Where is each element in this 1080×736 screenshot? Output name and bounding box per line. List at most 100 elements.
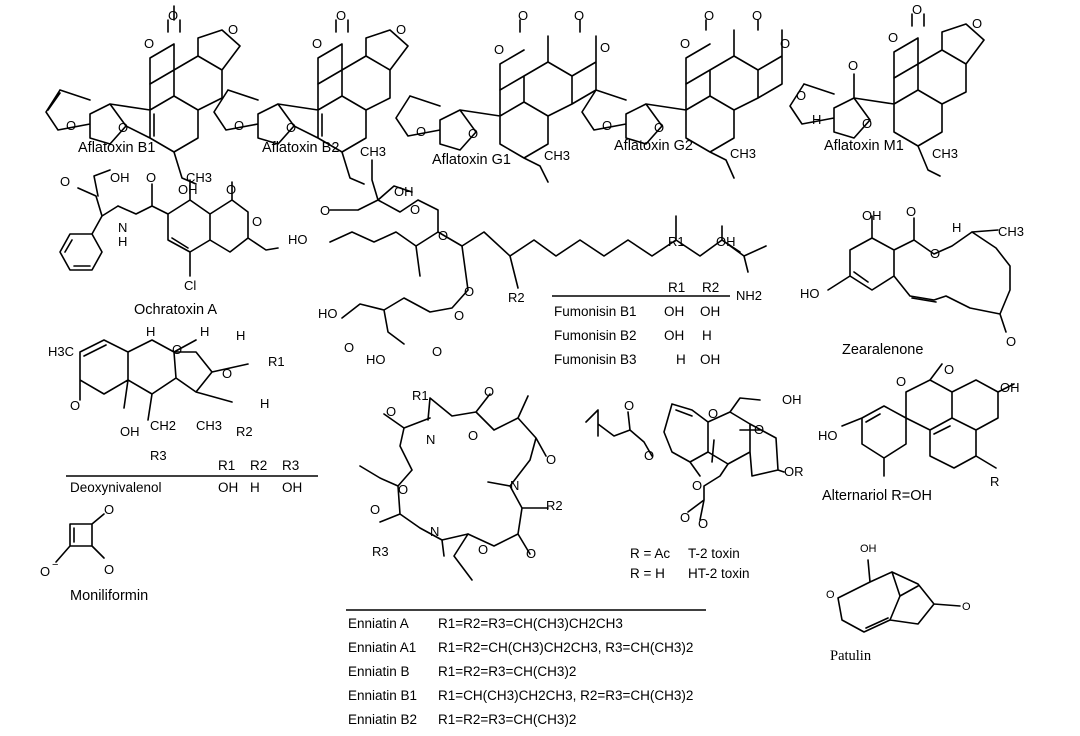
aflatoxin-g1-atom: O — [518, 8, 528, 23]
deoxynivalenol-header-r3: R3 — [282, 458, 299, 473]
fumonisin-atom: HO — [366, 352, 386, 367]
aflatoxin-g2-atom: O — [654, 120, 664, 135]
zearalenone-bonds — [827, 215, 1011, 333]
enniatin-atom: O — [398, 482, 408, 497]
ochratoxin-a-atom: Cl — [184, 278, 196, 293]
aflatoxin-b1-atom: O — [228, 22, 238, 37]
enniatin-row-def: R1=CH(CH3)CH2CH3, R2=R3=CH(CH3)2 — [438, 688, 693, 703]
t2-legend-r: R = H — [630, 566, 665, 581]
aflatoxin-g2-methyl: CH3 — [730, 146, 756, 161]
fumonisin-atom: HO — [288, 232, 308, 247]
deoxynivalenol-row-r1: OH — [218, 480, 238, 495]
enniatin-atom: O — [478, 542, 488, 557]
alternariol-atom: HO — [818, 428, 838, 443]
patulin-label: Patulin — [830, 648, 872, 664]
aflatoxin-g1-atom: O — [468, 126, 478, 141]
fumonisin-atom: O — [464, 284, 474, 299]
t2-toxin-atom: O — [692, 478, 702, 493]
ochratoxin-a-atom: N — [118, 220, 127, 235]
aflatoxin-b2-atom: O — [312, 36, 322, 51]
aflatoxin-m1-atom: O — [972, 16, 982, 31]
enniatin-atom: R1 — [412, 388, 429, 403]
ochratoxin-a-atom: OH — [110, 170, 130, 185]
fumonisin-row-name: Fumonisin B1 — [554, 304, 637, 319]
aflatoxin-g2-atom: O — [704, 8, 714, 23]
fumonisin-row-r1: H — [676, 352, 686, 367]
fumonisin-row-r2: H — [702, 328, 712, 343]
moniliformin-bonds — [55, 513, 105, 563]
fumonisin-atom: OH — [394, 184, 414, 199]
fumonisin-atom: O — [410, 202, 420, 217]
moniliformin-charge: − — [52, 559, 58, 571]
enniatin-atom: O — [546, 452, 556, 467]
deoxynivalenol-atom: CH2 — [150, 418, 176, 433]
fumonisin-structure: O OH HO O O R1 OH R2 NH2 HO O O O HO O — [288, 159, 767, 367]
deoxynivalenol-atom: CH3 — [196, 418, 222, 433]
deoxynivalenol-atom: H3C — [48, 344, 74, 359]
zearalenone-atom: OH — [862, 208, 882, 223]
ochratoxin-a-atom: O — [252, 214, 262, 229]
aflatoxin-b2-bonds — [213, 29, 409, 185]
aflatoxin-g2-atom: O — [602, 118, 612, 133]
enniatin-structure: R1 O N O O O N R2 O O N O O R3 — [359, 384, 563, 581]
ochratoxin-a-atom: O — [60, 174, 70, 189]
aflatoxin-g1-atom: O — [600, 40, 610, 55]
enniatin-atom: N — [426, 432, 435, 447]
ochratoxin-a-atom: O — [226, 182, 236, 197]
deoxynivalenol-atom: H — [236, 328, 245, 343]
aflatoxin-m1-label: Aflatoxin M1 — [824, 138, 904, 154]
deoxynivalenol-header-r2: R2 — [250, 458, 267, 473]
enniatin-atom: R3 — [372, 544, 389, 559]
aflatoxin-b1-structure: O O O O O CH3 Aflatoxin B1 — [45, 5, 241, 185]
moniliformin-atom: O — [104, 562, 114, 577]
enniatin-row-def: R1=R2=R3=CH(CH3)2 — [438, 712, 576, 727]
t2-toxin-atom: OH — [782, 392, 802, 407]
fumonisin-atom: NH2 — [736, 288, 762, 303]
enniatin-atom: N — [510, 478, 519, 493]
fumonisin-bonds — [329, 159, 767, 345]
aflatoxin-g2-atom: O — [780, 36, 790, 51]
aflatoxin-m1-atom: O — [912, 2, 922, 17]
zearalenone-atom: O — [906, 204, 916, 219]
deoxynivalenol-atom: OH — [120, 424, 140, 439]
t2-legend-r: R = Ac — [630, 546, 670, 561]
aflatoxin-g1-atom: O — [494, 42, 504, 57]
aflatoxin-g2-structure: O O O O O O CH3 Aflatoxin G2 — [581, 8, 790, 179]
deoxynivalenol-table: R1 R2 R3 Deoxynivalenol OH H OH — [66, 458, 318, 495]
enniatin-atom: R2 — [546, 498, 563, 513]
deoxynivalenol-bonds — [79, 339, 249, 421]
enniatin-atom: O — [484, 384, 494, 399]
aflatoxin-b2-atom: O — [286, 120, 296, 135]
zearalenone-atom: CH3 — [998, 224, 1024, 239]
moniliformin-label: Moniliformin — [70, 588, 148, 604]
aflatoxin-m1-structure: O O O O O O H CH3 Aflatoxin M1 — [789, 2, 985, 177]
aflatoxin-m1-atom: O — [862, 116, 872, 131]
fumonisin-row-r1: OH — [664, 328, 684, 343]
t2-toxin-atom: O — [644, 448, 654, 463]
aflatoxin-g1-atom: O — [574, 8, 584, 23]
enniatin-table: Enniatin A R1=R2=R3=CH(CH3)CH2CH3 Enniat… — [346, 609, 706, 727]
t2-toxin-atom: O — [680, 510, 690, 525]
enniatin-row: Enniatin B1 — [348, 688, 417, 703]
ochratoxin-a-atom: O — [146, 170, 156, 185]
deoxynivalenol-atom: H — [146, 324, 155, 339]
moniliformin-atom: O — [40, 564, 50, 579]
deoxynivalenol-row-name: Deoxynivalenol — [70, 480, 162, 495]
fumonisin-atom: R1 — [668, 234, 685, 249]
aflatoxin-b2-structure: O O O O O CH3 Aflatoxin B2 — [213, 8, 409, 185]
aflatoxin-m1-atom: O — [796, 88, 806, 103]
patulin-atom: OH — [860, 543, 877, 555]
aflatoxin-m1-atom: O — [888, 30, 898, 45]
fumonisin-table: R1 R2 Fumonisin B1 OH OH Fumonisin B2 OH… — [552, 280, 730, 367]
ochratoxin-a-label: Ochratoxin A — [134, 302, 217, 318]
t2-legend-name: T-2 toxin — [688, 546, 740, 561]
aflatoxin-b2-label: Aflatoxin B2 — [262, 140, 339, 156]
ochratoxin-a-atom: H — [118, 234, 127, 249]
deoxynivalenol-row-r2: H — [250, 480, 260, 495]
zearalenone-atom: H — [952, 220, 961, 235]
fumonisin-atom: O — [320, 203, 330, 218]
fumonisin-row-name: Fumonisin B3 — [554, 352, 637, 367]
patulin-structure: OH O O Patulin — [826, 543, 971, 664]
fumonisin-atom: OH — [716, 234, 736, 249]
